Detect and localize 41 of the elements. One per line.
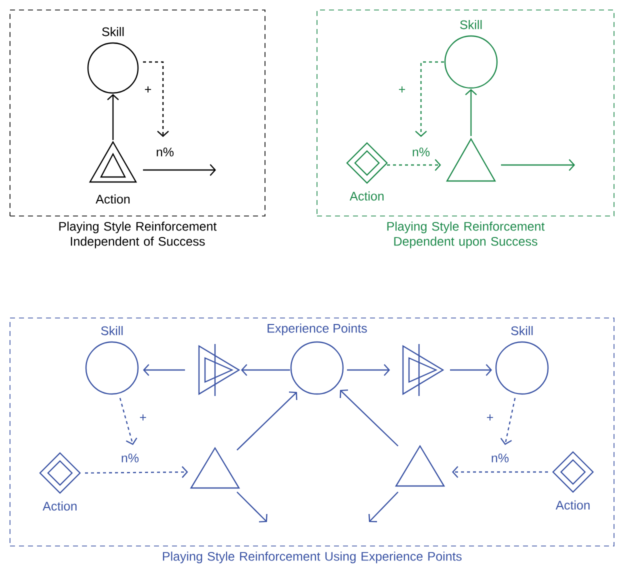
arrow (143, 61, 169, 137)
arrow (387, 159, 442, 171)
converter-symbol (198, 344, 240, 396)
node-label: Action (96, 194, 130, 204)
arrow (465, 89, 477, 136)
node-label: Action (350, 191, 384, 201)
edge-label: + (143, 85, 153, 95)
edge-label: + (397, 85, 407, 95)
edge-label: n% (490, 452, 510, 464)
edge-label: n% (410, 146, 432, 158)
arrow (415, 61, 444, 137)
node-label: Action (556, 500, 590, 510)
panel-caption: Playing Style Reinforcement Dependent upon Success (387, 222, 545, 248)
arrow (340, 389, 398, 446)
arrow (85, 466, 188, 478)
converter-symbol (402, 344, 444, 396)
panel-caption: Playing Style Reinforcement Independent of Success (59, 222, 217, 248)
edge-label: n% (120, 452, 140, 464)
arrow (500, 398, 516, 445)
arrow (347, 364, 390, 376)
arrow (452, 466, 548, 478)
arrow (236, 492, 268, 522)
edge-label: + (138, 413, 148, 423)
panel-caption: Playing Style Reinforcement Using Experience Points (162, 552, 462, 564)
edge-label: n% (154, 146, 176, 158)
node-label: Skill (101, 326, 123, 336)
arrow (119, 398, 138, 445)
arrow (450, 364, 492, 376)
node-label: Action (42, 501, 77, 511)
arrow (241, 364, 290, 376)
arrow (368, 492, 398, 522)
node-label: Skill (102, 27, 124, 36)
edge-label: + (485, 413, 495, 423)
arrow (143, 164, 216, 176)
node-label: Experience Points (268, 324, 367, 336)
node-label: Skill (511, 326, 533, 336)
arrow (107, 94, 119, 140)
arrow (501, 159, 576, 171)
arrow (236, 391, 298, 450)
arrow (143, 364, 185, 376)
node-label: Skill (460, 20, 482, 30)
